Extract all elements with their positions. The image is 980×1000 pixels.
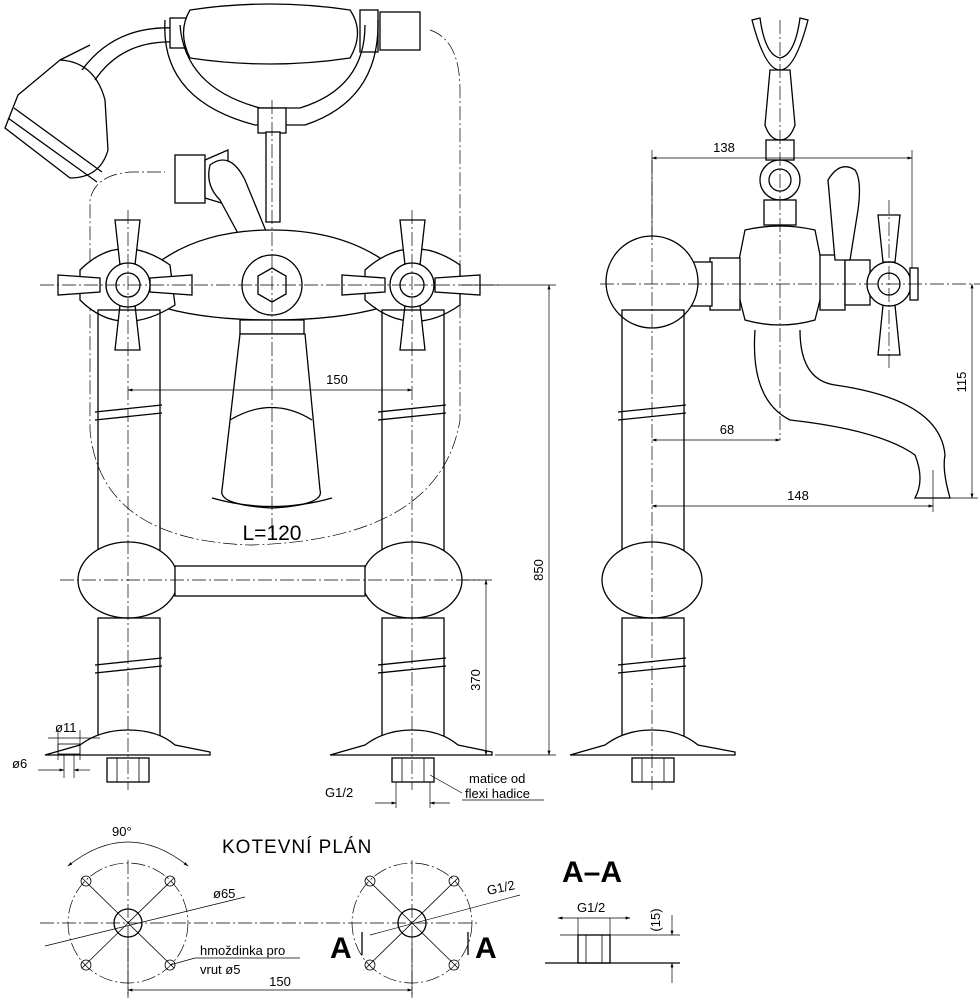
section-aa: A–A G1/2 (15) <box>545 856 680 983</box>
right-leg <box>329 309 493 783</box>
front-view: 150 L=120 850 370 ø11 ø6 G1/2 matice od … <box>4 3 556 808</box>
anchor-plan-title: KOTEVNÍ PLÁN <box>222 837 372 858</box>
dim-spacing: 150 <box>326 372 348 387</box>
handshower-head <box>4 44 109 183</box>
side-view: 138 68 148 115 <box>569 17 980 790</box>
dim-spout-outer: 148 <box>787 488 809 503</box>
dim-diameter: ø65 <box>213 886 235 901</box>
label-thread: G1/2 <box>325 785 353 800</box>
section-title: A–A <box>562 856 622 889</box>
dim-spout-inner: 68 <box>720 422 734 437</box>
note-line1: hmoždinka pro <box>200 943 285 958</box>
dim-spout-height: 115 <box>954 372 969 393</box>
handshower-handle <box>164 3 421 126</box>
anchor-thread: G1/2 <box>486 877 517 898</box>
dim-hole-diam: ø11 <box>55 720 76 735</box>
note-line1: matice od <box>469 771 525 786</box>
left-valve-handle <box>57 219 193 351</box>
dim-height: 850 <box>531 559 546 581</box>
label-length: L=120 <box>243 522 302 545</box>
section-mark-left: A <box>330 932 352 965</box>
dim-pin-diam: ø6 <box>12 756 27 771</box>
section-thread: G1/2 <box>577 900 605 915</box>
note-line2: flexi hadice <box>465 786 530 801</box>
dim-spacing-plan: 150 <box>269 974 291 989</box>
angle-label: 90° <box>112 824 132 839</box>
section-depth: (15) <box>648 908 663 931</box>
note-line2: vrut ø5 <box>200 962 240 977</box>
section-mark-right: A <box>475 932 497 965</box>
left-leg <box>44 309 211 783</box>
dim-bar-height: 370 <box>468 669 483 691</box>
dim-width: 138 <box>713 140 735 155</box>
right-valve-handle <box>341 219 481 351</box>
anchor-plan: KOTEVNÍ PLÁN 90° ø65 hmoždinka pro vrut … <box>40 824 521 998</box>
